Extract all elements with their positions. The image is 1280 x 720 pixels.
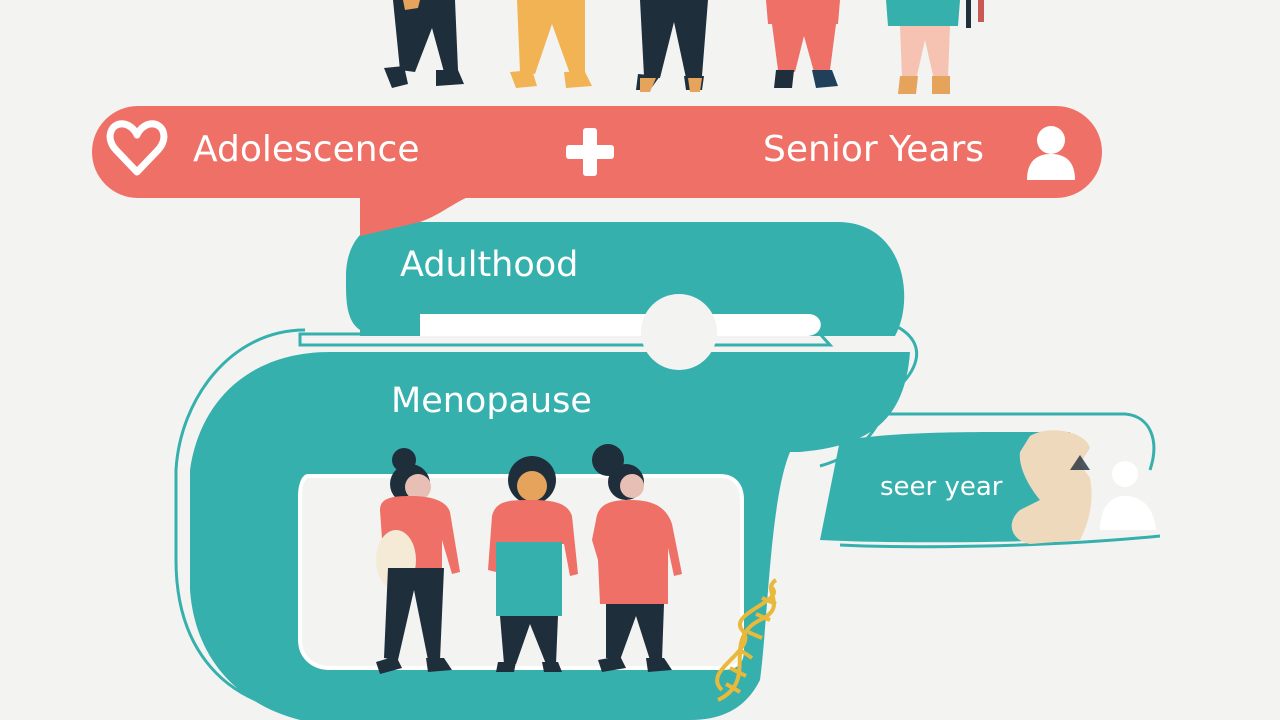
menopause-label: Menopause <box>391 381 592 421</box>
person-figure-1 <box>384 0 464 88</box>
heart-icon <box>106 120 168 176</box>
women-group <box>376 444 682 674</box>
senior-years-label: Senior Years <box>763 129 985 170</box>
adulthood-node <box>641 294 717 370</box>
woman-figure-3 <box>592 444 682 672</box>
senior-tail-label: seer year <box>880 472 1003 502</box>
plus-icon <box>566 128 614 176</box>
person-figure-5 <box>886 0 984 94</box>
person-figure-2 <box>510 0 592 88</box>
person-figure-3 <box>636 0 708 92</box>
adulthood-label: Adulthood <box>400 245 579 285</box>
adulthood-cutline <box>420 314 821 336</box>
coral-connector <box>360 196 470 236</box>
woman-figure-1 <box>376 448 460 674</box>
people-top-row <box>384 0 984 94</box>
woman-figure-2 <box>488 456 578 672</box>
person-figure-4 <box>766 0 840 88</box>
person-icon <box>1027 126 1075 180</box>
adolescence-label: Adolescence <box>193 129 420 170</box>
senior-tail <box>820 432 1070 543</box>
adulthood-band <box>345 222 905 336</box>
puzzle-person-icon <box>1011 430 1156 544</box>
dna-icon <box>715 578 778 702</box>
